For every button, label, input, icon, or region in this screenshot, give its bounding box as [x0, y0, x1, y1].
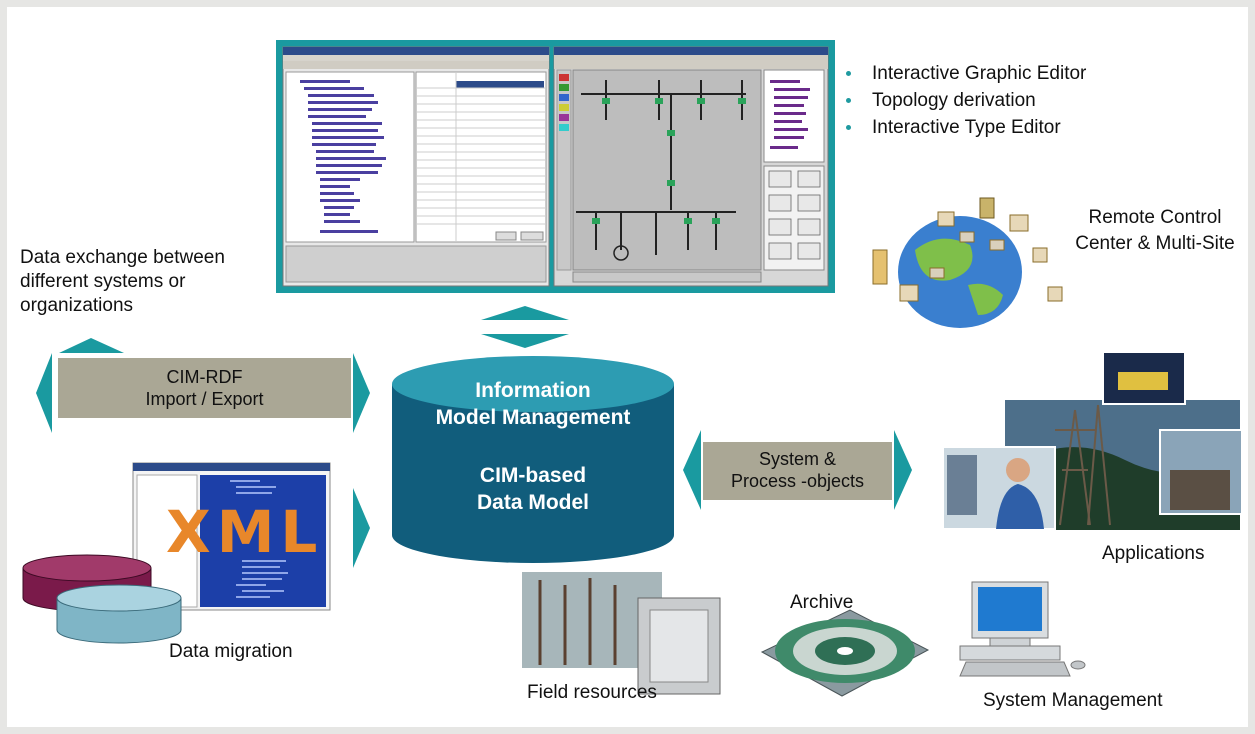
arrow-right-exchange [353, 353, 370, 433]
field-resources-label: Field resources [527, 682, 657, 703]
target-database-top [56, 584, 182, 612]
bullet-icon [846, 98, 851, 103]
arrow-left-process [683, 430, 701, 510]
arrow-right-process [894, 430, 912, 510]
xml-window-titlebar [133, 463, 330, 471]
cim-rdf-box: CIM-RDF Import / Export [58, 358, 351, 418]
globe-land [915, 238, 973, 281]
switches [592, 98, 746, 224]
cylinder-title: Information Model Management [435, 379, 631, 429]
transmission-tower-icon [1055, 404, 1111, 526]
window-titlebar [283, 47, 549, 55]
archive-label: Archive [790, 592, 854, 613]
system-process-box: System & Process -objects [703, 442, 892, 500]
cylinder-subtitle: CIM-based Data Model [476, 464, 589, 514]
cabinet-door [649, 609, 709, 683]
property-grid-lines [416, 72, 546, 242]
data-exchange-label: Data exchange between different systems … [20, 247, 225, 316]
operator-screen [947, 455, 977, 515]
arrow-up-to-editor [481, 306, 569, 320]
graphic-editor-toolbar [554, 55, 828, 69]
cancel-button [520, 231, 544, 241]
object-tree-items [770, 80, 810, 149]
database-cylinder-top [392, 356, 674, 412]
feature-item: Interactive Graphic Editor [846, 60, 1086, 87]
editor-screenshot-frame [276, 40, 835, 293]
source-database-top [22, 554, 152, 582]
palette-icons [559, 74, 569, 131]
tree-items [300, 80, 386, 233]
output-pane [285, 245, 547, 283]
generator-symbol [613, 245, 629, 261]
arrow-up-exchange [59, 338, 124, 353]
feature-item: Interactive Type Editor [846, 114, 1086, 141]
xml-logo: XML [166, 498, 324, 566]
type-thumbnails [768, 170, 821, 260]
property-grid [415, 71, 547, 243]
operator-body [996, 484, 1044, 529]
arrow-migration [353, 488, 370, 568]
window-toolbar [283, 61, 549, 69]
mouse-icon [1070, 660, 1086, 670]
layer-tabs [572, 271, 762, 283]
plant-lights [1118, 372, 1168, 390]
operator-head [1006, 458, 1030, 482]
ok-button [495, 231, 517, 241]
monitor-screen [978, 587, 1042, 631]
feature-item: Topology derivation [846, 87, 1086, 114]
applications-label: Applications [1102, 543, 1205, 564]
archive-disc-hole [837, 647, 853, 655]
computer-case [959, 645, 1061, 661]
system-management-label: System Management [983, 690, 1163, 711]
factory-building [1170, 470, 1230, 510]
arrow-down-to-model [481, 334, 569, 348]
feature-list: Interactive Graphic Editor Topology deri… [846, 60, 1086, 141]
graphic-editor-titlebar [554, 47, 828, 55]
arrow-left-exchange [36, 353, 52, 433]
selected-property [456, 81, 544, 88]
remote-control-label: Remote Control Center & Multi-Site [1075, 207, 1235, 254]
keyboard-icon [959, 661, 1071, 677]
editor-screenshot [282, 46, 829, 287]
monitor-stand [989, 637, 1031, 647]
data-migration-label: Data migration [169, 641, 293, 662]
xml-text-lines [230, 480, 288, 598]
globe-land-2 [968, 283, 1003, 315]
substation-equipment [538, 578, 617, 665]
network-buildings-icon [872, 197, 1063, 302]
window-menubar [283, 55, 549, 61]
bullet-icon [846, 71, 851, 76]
bullet-icon [846, 125, 851, 130]
database-cylinder-body [392, 384, 674, 563]
